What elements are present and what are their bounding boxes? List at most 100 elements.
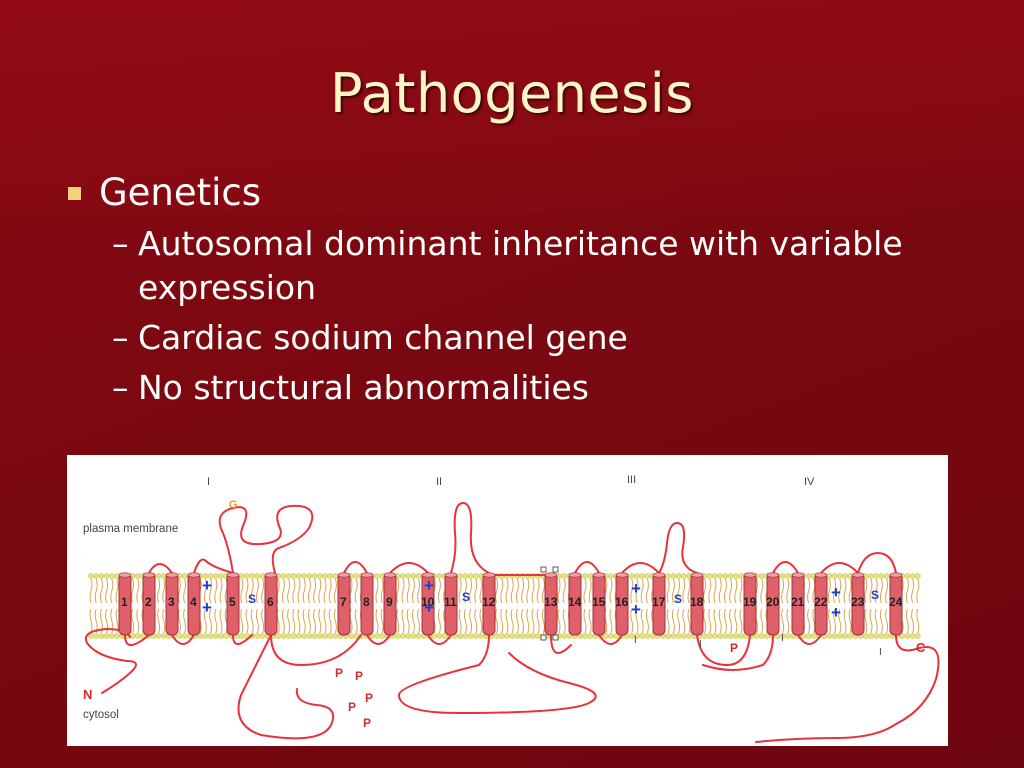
lipid-head xyxy=(670,573,677,579)
voltage-sensor-plus: + xyxy=(631,579,641,598)
lipid-head xyxy=(753,633,760,639)
lipid-head xyxy=(301,633,307,639)
lipid-tail xyxy=(313,578,317,604)
lipid-head xyxy=(842,633,848,639)
lipid-tail xyxy=(328,578,332,604)
lipid-tail xyxy=(609,578,613,604)
helix-cap xyxy=(743,572,757,578)
segment-label: 13 xyxy=(544,595,558,609)
lipid-tail xyxy=(843,578,847,604)
lipid-tail xyxy=(531,578,535,604)
lipid-head xyxy=(290,633,297,639)
lipid-head xyxy=(202,633,209,639)
lipid-tail xyxy=(703,578,707,604)
lipid-head xyxy=(727,633,734,639)
lipid-head xyxy=(644,573,651,579)
lipid-tail xyxy=(521,608,525,634)
lipid-tail xyxy=(396,578,400,604)
helix-cap xyxy=(766,572,780,578)
loop xyxy=(702,634,774,671)
slide-title: Pathogenesis xyxy=(330,62,694,125)
selectivity-s: S xyxy=(871,588,879,602)
helix-cap xyxy=(851,572,865,578)
lipid-tail xyxy=(396,608,400,634)
lipid-tail xyxy=(713,578,717,604)
lipid-tail xyxy=(354,578,358,604)
lipid-tail xyxy=(510,578,514,604)
plasma-membrane-label: plasma membrane xyxy=(83,523,178,535)
lipid-head xyxy=(722,573,729,579)
lipid-tail xyxy=(469,578,473,604)
domain-label-i: I xyxy=(207,476,210,488)
lipid-head xyxy=(327,633,334,639)
domain-ii-iii-linker xyxy=(397,634,597,715)
segment-label: 11 xyxy=(444,595,457,609)
bullet-genetics: Genetics xyxy=(66,170,996,216)
segment-label: 2 xyxy=(145,595,152,609)
lipid-tail xyxy=(807,608,811,634)
voltage-sensor-plus: + xyxy=(424,598,434,617)
lipid-head xyxy=(410,573,417,579)
lipid-head xyxy=(649,633,656,639)
lipid-tail xyxy=(297,608,301,634)
lipid-head xyxy=(306,573,313,579)
lipid-head xyxy=(587,573,594,579)
lipid-head xyxy=(129,633,136,639)
lipid-head xyxy=(415,633,422,639)
inactivation-i: I xyxy=(699,639,702,650)
lipid-head xyxy=(155,633,162,639)
lipid-tail xyxy=(703,608,707,634)
lipid-head xyxy=(634,573,640,579)
segment-label: 5 xyxy=(229,595,236,609)
lipid-tail xyxy=(474,608,478,634)
lipid-tail xyxy=(318,608,322,634)
lipid-tail xyxy=(437,608,441,634)
domain-i-pore-loop xyxy=(218,504,314,574)
lipid-tail xyxy=(479,608,483,634)
lipid-tail xyxy=(375,608,379,634)
dash-marker: – xyxy=(112,224,129,263)
lipid-head xyxy=(280,633,287,639)
lipid-head xyxy=(707,573,713,579)
connecting-loops xyxy=(85,501,940,743)
lipid-head xyxy=(353,573,360,579)
lipid-tail xyxy=(479,578,483,604)
lipid-tail xyxy=(136,608,140,634)
lipid-tail xyxy=(827,578,831,604)
loop xyxy=(598,634,623,645)
phosphorylation-p: P xyxy=(355,669,363,683)
loop xyxy=(366,634,391,645)
domain-iii-iv-linker xyxy=(696,634,751,667)
lipid-tail xyxy=(588,578,592,604)
lipid-head xyxy=(88,573,94,579)
lipid-head xyxy=(909,633,916,639)
lipid-head xyxy=(878,573,885,579)
lipid-tail xyxy=(307,608,311,634)
lipid-tail xyxy=(437,578,441,604)
lipid-head xyxy=(524,633,531,639)
lipid-tail xyxy=(375,578,379,604)
lipid-head xyxy=(374,573,380,579)
lipid-head xyxy=(259,573,266,579)
lipid-tail xyxy=(240,608,244,634)
lipid-tail xyxy=(417,578,421,604)
lipid-tail xyxy=(905,608,909,634)
lipid-head xyxy=(733,633,739,639)
selectivity-s: S xyxy=(462,590,470,604)
lipid-head xyxy=(207,633,214,639)
lipid-tail xyxy=(666,578,670,604)
phosphorylation-p: P xyxy=(365,691,373,705)
lipid-head xyxy=(514,633,521,639)
loop xyxy=(772,561,799,574)
lipid-tail xyxy=(245,578,249,604)
lipid-tail xyxy=(401,578,405,604)
lipid-tail xyxy=(162,578,166,604)
lipid-tail xyxy=(864,578,868,604)
lipid-head xyxy=(909,573,916,579)
lipid-tail xyxy=(505,608,509,634)
lipid-head xyxy=(462,633,469,639)
lipid-head xyxy=(582,633,588,639)
lipid-tail xyxy=(541,578,545,604)
marker-square xyxy=(552,566,559,573)
helix-cap xyxy=(889,572,903,578)
